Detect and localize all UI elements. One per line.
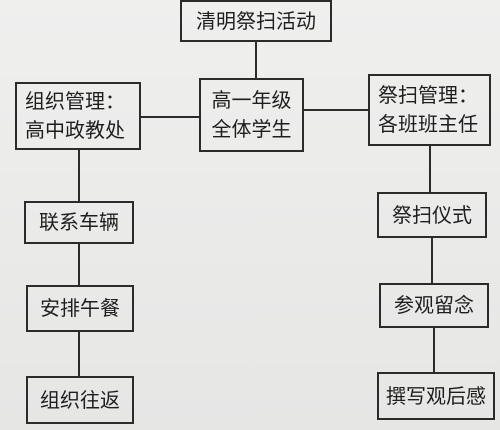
right-head-line-2: 各班班主任: [378, 112, 478, 136]
right-step-1-node: 祭扫仪式: [377, 192, 487, 238]
right-step-2-node: 参观留念: [379, 283, 489, 328]
left-step-2-node: 安排午餐: [26, 285, 134, 332]
left-step-3-node: 组织往返: [26, 376, 134, 424]
left-step-1-label: 联系车辆: [39, 210, 119, 234]
left-head-node: 组织管理： 高中政教处: [15, 82, 141, 150]
root-node-label: 清明祭扫活动: [196, 8, 316, 33]
left-step-1-node: 联系车辆: [24, 201, 134, 244]
right-head-line-1: 祭扫管理：: [378, 83, 478, 107]
left-head-line-1: 组织管理：: [25, 89, 125, 113]
right-head-node: 祭扫管理： 各班班主任: [368, 74, 491, 146]
left-head-line-2: 高中政教处: [25, 118, 125, 142]
center-node-line-2: 全体学生: [211, 117, 292, 141]
right-step-3-label: 撰写观后感: [386, 383, 486, 408]
center-node: 高一年级 全体学生: [199, 78, 304, 152]
right-step-3-node: 撰写观后感: [377, 372, 495, 420]
left-step-2-label: 安排午餐: [40, 296, 120, 320]
root-node: 清明祭扫活动: [180, 0, 332, 42]
right-step-1-label: 祭扫仪式: [392, 202, 472, 227]
left-step-3-label: 组织往返: [40, 387, 120, 412]
right-step-2-label: 参观留念: [394, 293, 474, 317]
center-node-line-1: 高一年级: [211, 88, 292, 112]
